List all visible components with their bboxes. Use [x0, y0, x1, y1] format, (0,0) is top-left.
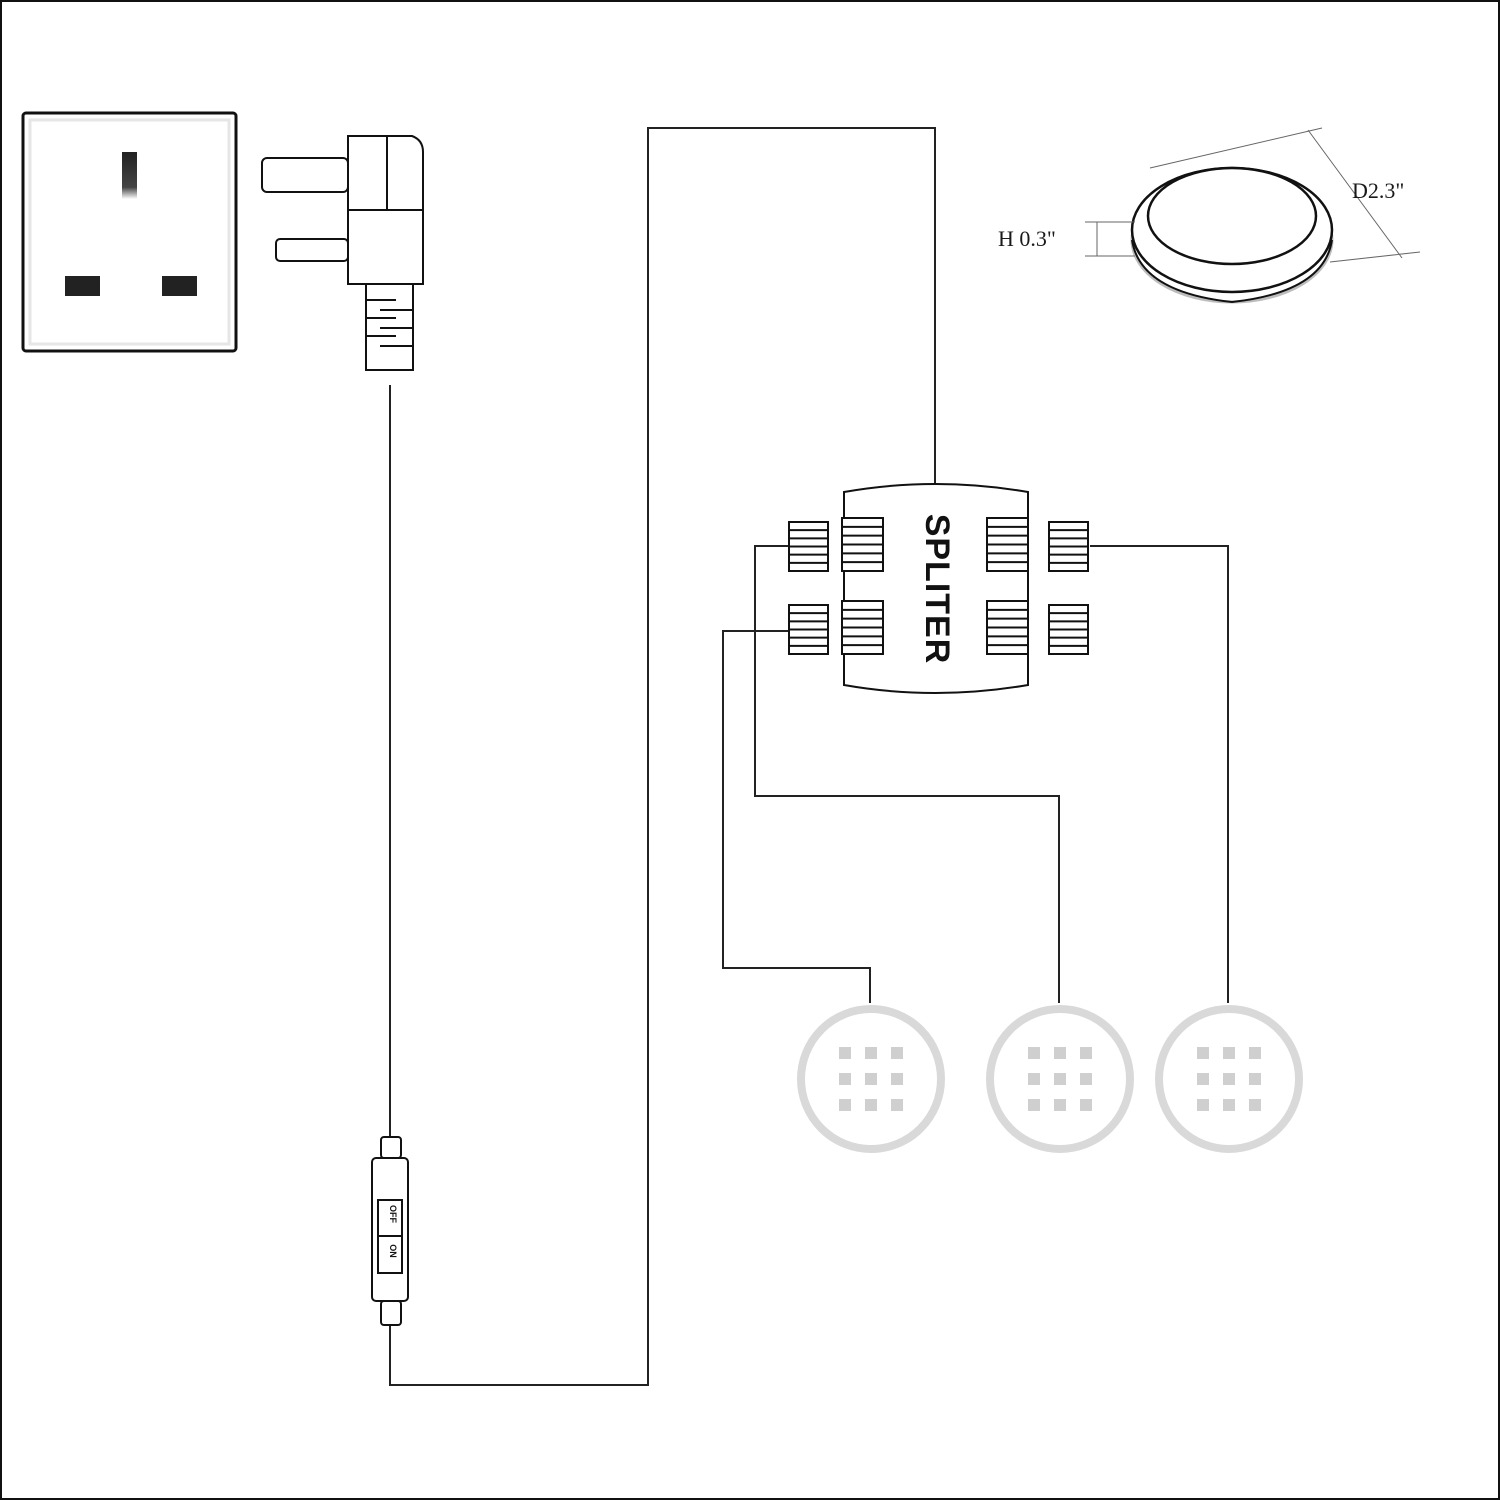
socket-neutral-slot [162, 276, 197, 296]
led-dot [1197, 1099, 1209, 1111]
led-dot [865, 1047, 877, 1059]
led-dot [891, 1073, 903, 1085]
height-label: H 0.3" [998, 226, 1056, 251]
led-dot [1249, 1073, 1261, 1085]
wires [389, 127, 1229, 1386]
led-dot [1080, 1099, 1092, 1111]
puck-dimension-drawing [1085, 127, 1421, 304]
led-dot [1054, 1099, 1066, 1111]
led-dot [891, 1047, 903, 1059]
led-dot [839, 1047, 851, 1059]
splitter-port-left-inner-bottom [841, 600, 884, 655]
splitter-port-left-outer-top [788, 521, 829, 572]
led-dot [1054, 1047, 1066, 1059]
led-dot [839, 1073, 851, 1085]
led-dot [1197, 1047, 1209, 1059]
puck-light-3 [1155, 1005, 1303, 1153]
splitter-label: SPLITER [918, 514, 956, 665]
led-dot [839, 1099, 851, 1111]
puck-lights [797, 1005, 1303, 1153]
led-dot [865, 1073, 877, 1085]
led-dot [1223, 1073, 1235, 1085]
led-dot [1080, 1073, 1092, 1085]
splitter-port-right-inner-top [986, 517, 1029, 572]
led-dot [1197, 1073, 1209, 1085]
led-dot [865, 1099, 877, 1111]
led-dot [1028, 1073, 1040, 1085]
splitter-port-left-inner-top [841, 517, 884, 572]
socket-live-slot [65, 276, 100, 296]
led-dot [1028, 1047, 1040, 1059]
switch-on-label: ON [388, 1244, 398, 1258]
splitter-icon [788, 483, 1089, 694]
led-dot [1223, 1099, 1235, 1111]
switch-off-label: OFF [388, 1205, 398, 1223]
wire-splitter-to-light-2 [754, 545, 1060, 1003]
uk-plug-adapter-icon [261, 135, 424, 371]
diameter-label: D2.3" [1352, 178, 1404, 203]
splitter-port-right-outer-top [1048, 521, 1089, 572]
led-dot [1223, 1047, 1235, 1059]
splitter-port-left-outer-bottom [788, 604, 829, 655]
led-dot [1080, 1047, 1092, 1059]
inline-switch-icon [371, 1136, 409, 1326]
splitter-port-right-outer-bottom [1048, 604, 1089, 655]
splitter-port-right-inner-bottom [986, 600, 1029, 655]
led-dot [891, 1099, 903, 1111]
wire-switch-to-splitter [389, 127, 936, 1386]
led-dot [1249, 1099, 1261, 1111]
led-dot [1028, 1099, 1040, 1111]
led-dot [1249, 1047, 1261, 1059]
puck-light-2 [986, 1005, 1134, 1153]
led-dot [1054, 1073, 1066, 1085]
socket-earth-slot [122, 152, 137, 199]
puck-light-1 [797, 1005, 945, 1153]
wire-splitter-to-light-3 [1090, 545, 1229, 1003]
wall-socket-icon [21, 111, 238, 353]
wire-splitter-to-light-1 [722, 630, 871, 1003]
